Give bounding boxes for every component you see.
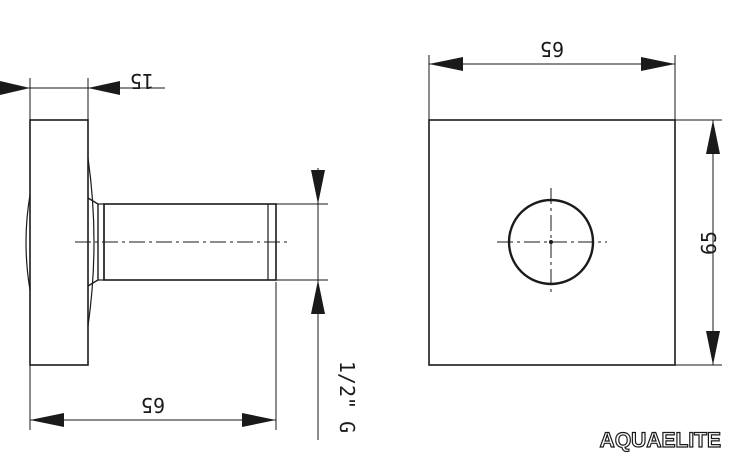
- dim-thread: 1/2" G: [276, 168, 359, 440]
- dim-flange-thickness-label: 15: [130, 69, 154, 93]
- dim-front-width: 65: [428, 37, 676, 120]
- side-flange-cap-curve: [25, 194, 31, 291]
- brand-logo-text: AQUAELITE: [599, 428, 722, 452]
- dim-front-width-label: 65: [540, 37, 564, 61]
- dim-flange-thickness: 15: [0, 69, 165, 120]
- front-plate: [428, 119, 676, 366]
- dim-overall-length: 65: [29, 282, 277, 430]
- dim-front-height-label: 65: [697, 231, 721, 255]
- dim-front-height: 65: [675, 119, 722, 366]
- dim-overall-length-label: 65: [141, 393, 165, 417]
- side-view: 15 65 1/2" G: [0, 69, 359, 440]
- side-flange-boss-curve: [87, 157, 95, 327]
- dim-thread-label: 1/2" G: [335, 361, 359, 433]
- front-view: 65 65: [428, 37, 722, 366]
